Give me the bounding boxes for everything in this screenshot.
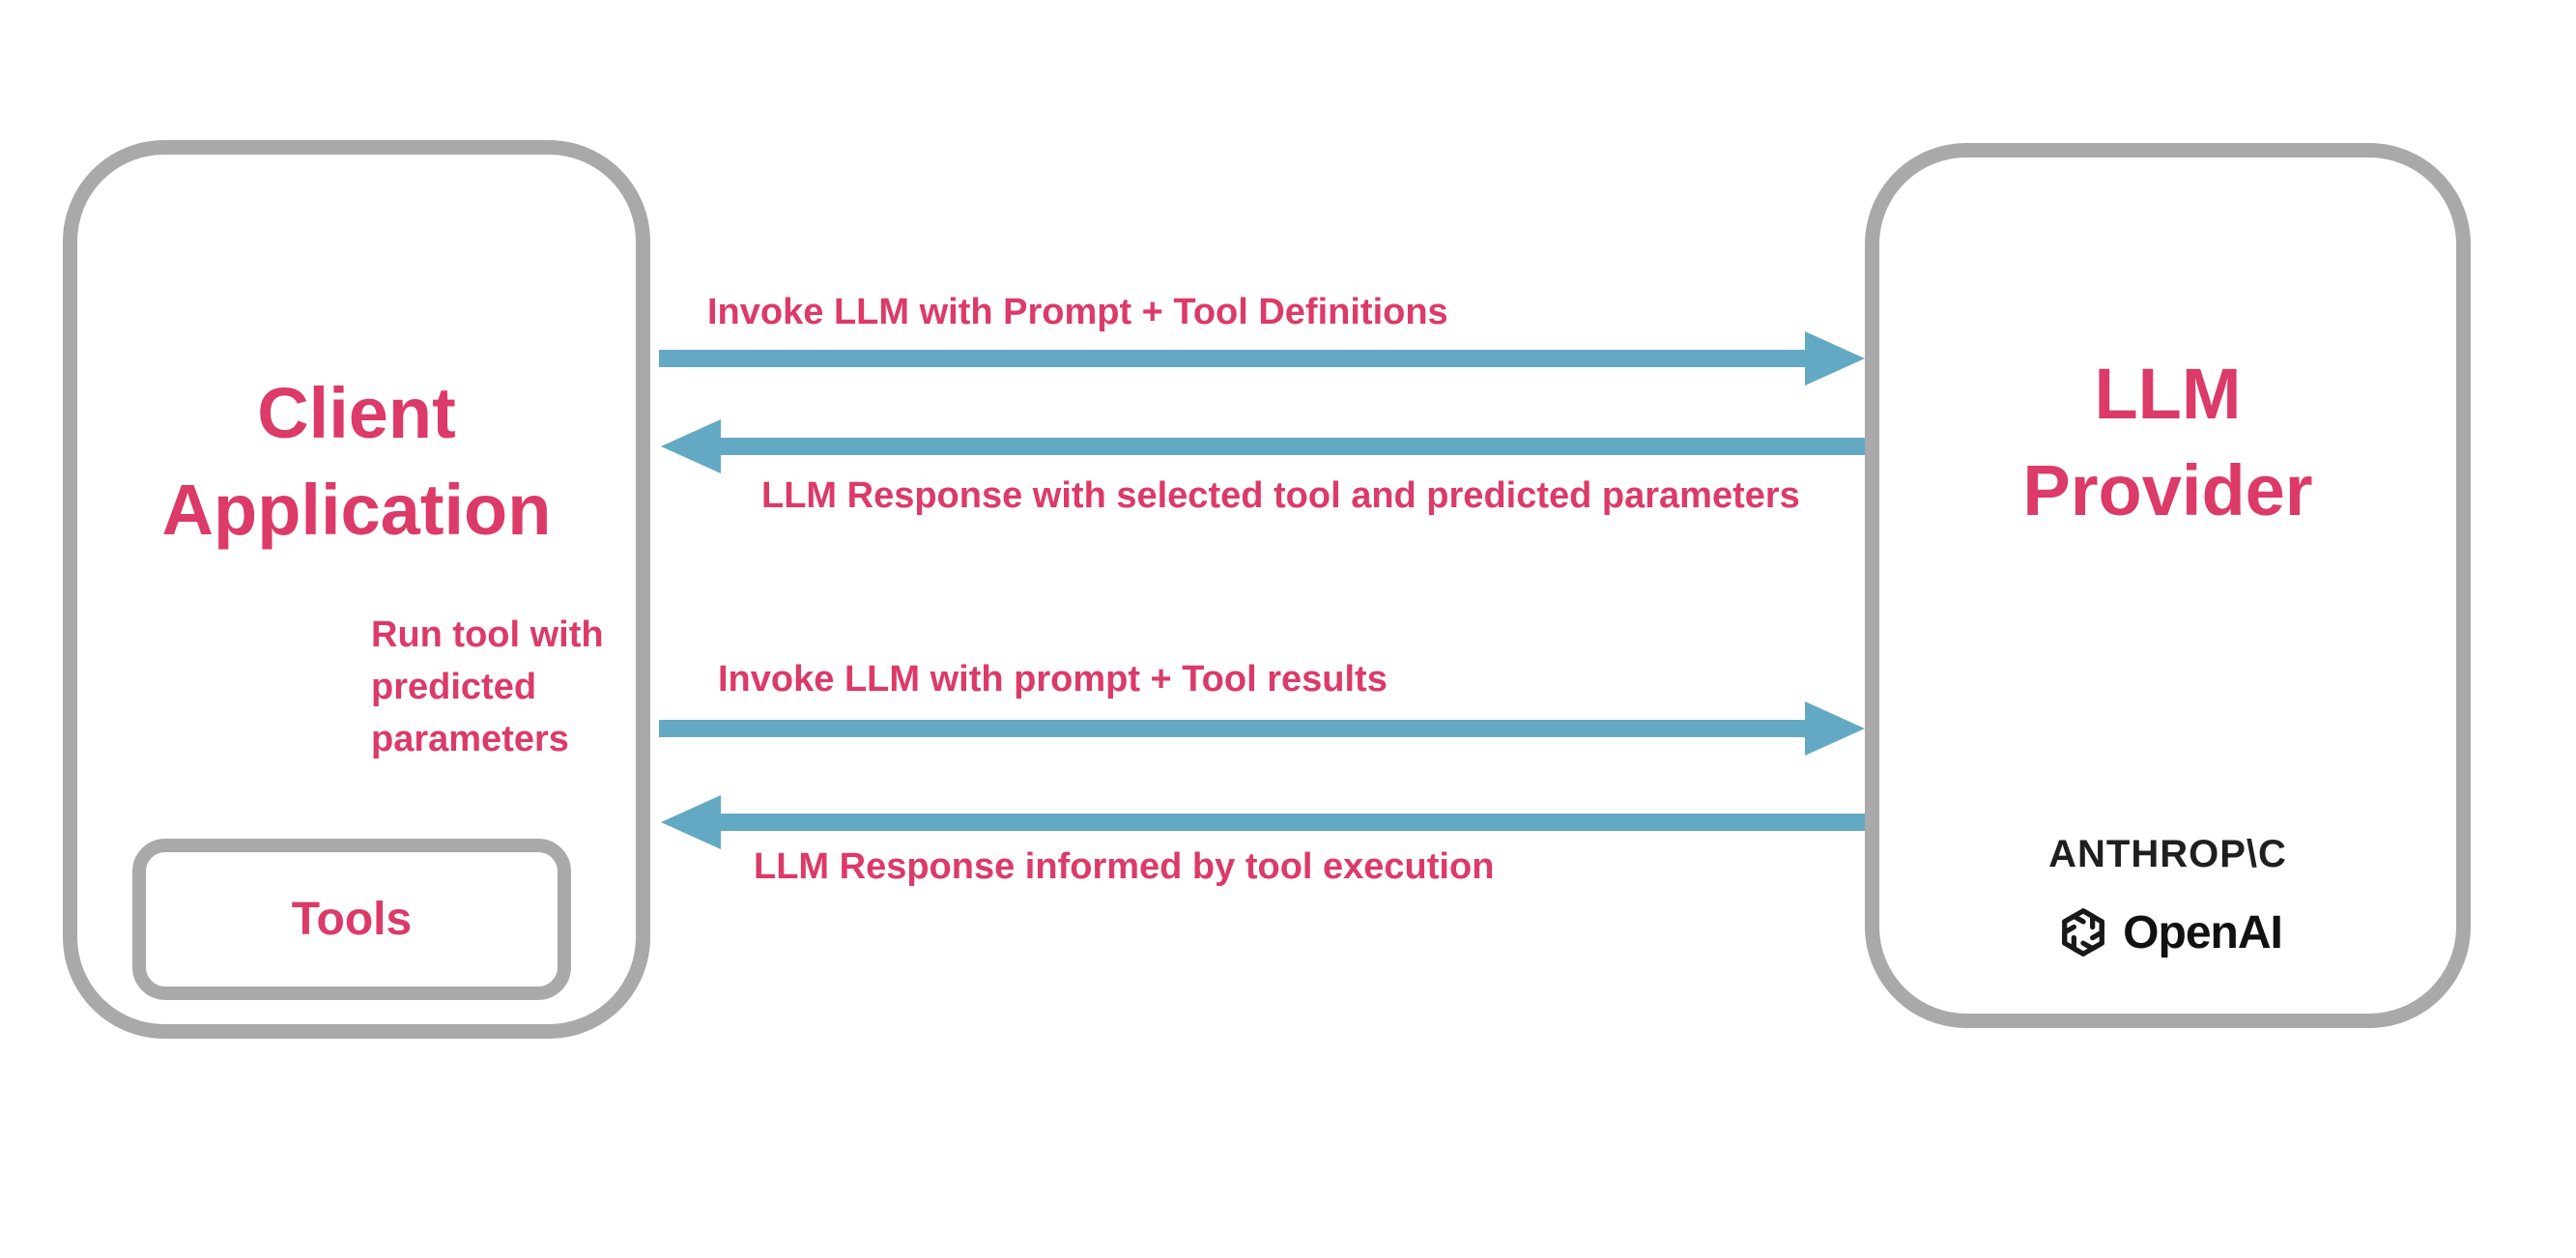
openai-logo: OpenAI	[1865, 902, 2471, 962]
llm-provider-title: LLM Provider	[1865, 346, 2471, 539]
arrow-llm-response-selected-tool	[661, 419, 1865, 473]
client-title-line2: Application	[161, 470, 552, 550]
run-tool-label: Run tool with predicted parameters	[371, 615, 604, 759]
llm-title-line2: Provider	[2022, 450, 2313, 530]
flow-label-invoke-llm-tool-results: Invoke LLM with prompt + Tool results	[718, 659, 1388, 700]
flow-label-llm-response-informed: LLM Response informed by tool execution	[754, 846, 1495, 887]
arrow-llm-response-informed	[661, 795, 1865, 849]
client-title-line1: Client	[257, 373, 456, 453]
tools-box: Tools	[132, 839, 571, 1000]
arrow-invoke-llm-tool-results	[659, 701, 1865, 756]
openai-wordmark: OpenAI	[2123, 906, 2283, 958]
llm-title-line1: LLM	[2094, 354, 2242, 434]
flow-label-llm-response-selected-tool: LLM Response with selected tool and pred…	[761, 475, 1800, 516]
anthropic-logo: ANTHROP\C	[2048, 833, 2287, 875]
client-application-title: Client Application	[63, 365, 650, 558]
flow-label-invoke-llm-definitions: Invoke LLM with Prompt + Tool Definition…	[707, 292, 1448, 332]
arrow-invoke-llm-definitions	[659, 331, 1865, 386]
llm-provider-box	[1865, 143, 2471, 1028]
openai-mark-icon	[2053, 902, 2113, 962]
tools-label: Tools	[291, 894, 413, 945]
